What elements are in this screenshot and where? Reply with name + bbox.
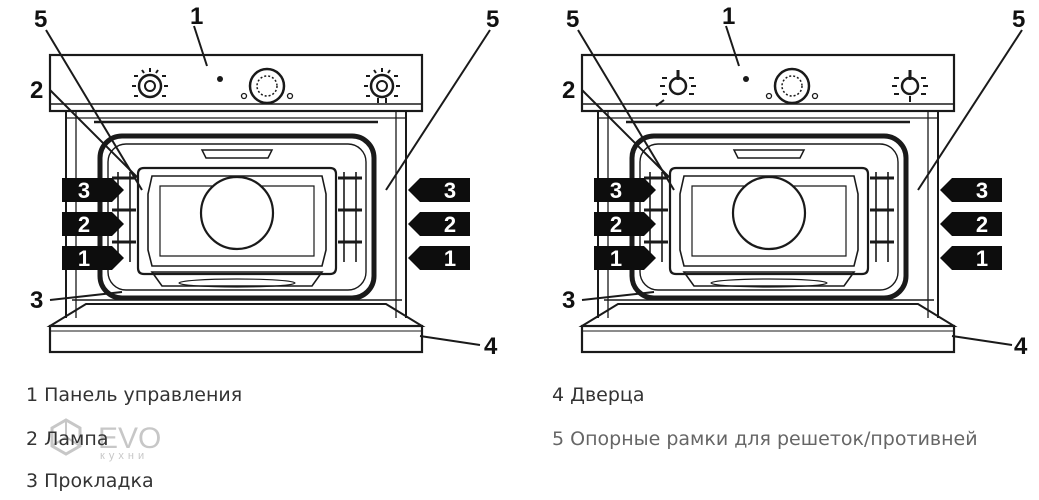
- callout-door: 4: [484, 333, 498, 360]
- legend-item-3: 3 Прокладка: [26, 470, 154, 492]
- legend-item-5: 5 Опорные рамки для решеток/противней: [552, 428, 978, 450]
- legend-item-4: 4 Дверца: [552, 384, 645, 406]
- shelf-label-3: 3: [610, 178, 622, 203]
- callout-gasket: 3: [562, 287, 575, 314]
- callout-lamp: 2: [562, 77, 575, 104]
- shelf-label-2: 2: [610, 212, 622, 237]
- oven-left: [50, 55, 422, 352]
- function-knob-icon: [655, 70, 696, 107]
- shelf-label-1: 1: [610, 246, 622, 271]
- callout-lamp: 2: [30, 77, 43, 104]
- callout-rack: 5: [566, 6, 579, 33]
- shelf-label-2: 2: [976, 212, 988, 237]
- shelf-label-3: 3: [444, 178, 456, 203]
- callout-rack: 5: [34, 6, 47, 33]
- shelf-label-3: 3: [78, 178, 90, 203]
- watermark-sub: кухни: [100, 450, 148, 462]
- callout-door: 4: [1014, 333, 1028, 360]
- watermark-logo: EVO кухни: [50, 418, 161, 462]
- shelf-labels-right-outer: 3 2 1: [594, 178, 656, 271]
- legend-item-2: 2 Лампа: [26, 428, 109, 450]
- callout-panel: 1: [190, 3, 203, 30]
- shelf-labels-left-outer: 3 2 1: [62, 178, 124, 271]
- shelf-label-2: 2: [444, 212, 456, 237]
- shelf-label-3: 3: [976, 178, 988, 203]
- timer-knob-icon: [240, 67, 294, 105]
- callout-rack: 5: [1012, 6, 1025, 33]
- indicator-light-icon: [217, 76, 223, 82]
- watermark-brand: EVO: [98, 422, 161, 455]
- shelf-label-1: 1: [444, 246, 456, 271]
- callouts-left: [45, 25, 491, 346]
- callout-panel: 1: [722, 3, 735, 30]
- right-knob-icon: [364, 68, 400, 103]
- shelf-label-2: 2: [78, 212, 90, 237]
- left-knob-icon: [132, 68, 168, 99]
- oven-right: [582, 55, 954, 352]
- callouts-right: [577, 25, 1023, 346]
- shelf-labels-left-inner: 3 2 1: [408, 178, 470, 271]
- shelf-labels-right-inner: 3 2 1: [940, 178, 1002, 271]
- timer-knob-icon: [765, 67, 819, 105]
- callout-gasket: 3: [30, 287, 43, 314]
- legend-item-1: 1 Панель управления: [26, 384, 243, 406]
- shelf-label-1: 1: [78, 246, 90, 271]
- shelf-label-1: 1: [976, 246, 988, 271]
- temperature-knob-icon: [892, 70, 928, 102]
- callout-rack: 5: [486, 6, 499, 33]
- indicator-light-icon: [743, 76, 749, 82]
